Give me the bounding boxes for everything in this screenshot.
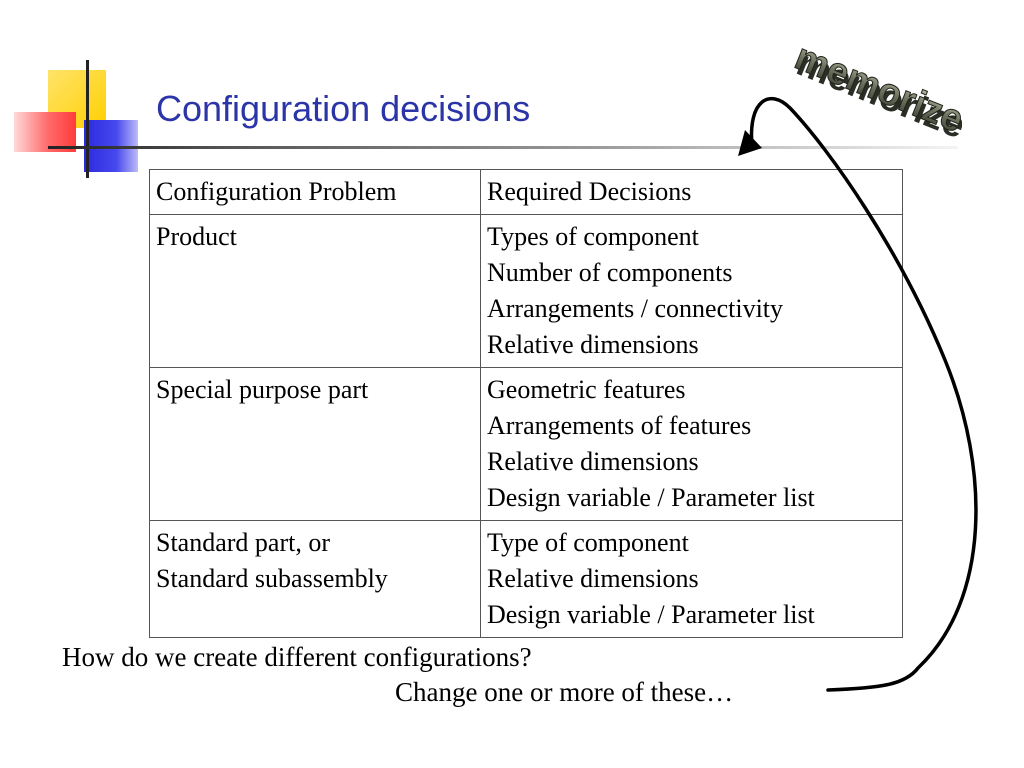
- decisions-cell: Types of component Number of components …: [480, 214, 903, 368]
- page-title: Configuration decisions: [156, 88, 531, 129]
- memorize-badge-icon: memorize memorize: [794, 35, 962, 138]
- decision-item: Number of components: [487, 258, 733, 287]
- decision-item: Arrangements / connectivity: [487, 294, 784, 323]
- decisions-cell: Geometric features Arrangements of featu…: [480, 367, 903, 521]
- decision-item: Design variable / Parameter list: [487, 483, 815, 512]
- column-header-decisions: Required Decisions: [480, 169, 903, 215]
- decor-red-square: [14, 112, 76, 152]
- badge-text: memorize: [794, 36, 962, 138]
- problem-text: Special purpose part: [156, 375, 369, 404]
- decor-vertical-line: [86, 60, 89, 178]
- table-header-row: Configuration Problem Required Decisions: [149, 169, 903, 215]
- table-row: Standard part, or Standard subassembly T…: [149, 520, 903, 638]
- problem-text: Product: [156, 222, 237, 251]
- table-row: Product Types of component Number of com…: [149, 214, 903, 368]
- configuration-table: Configuration Problem Required Decisions…: [149, 169, 903, 638]
- problem-cell: Standard part, or Standard subassembly: [149, 520, 481, 638]
- question-text: How do we create different configuration…: [62, 642, 532, 672]
- decision-item: Relative dimensions: [487, 564, 699, 593]
- decision-item: Relative dimensions: [487, 447, 699, 476]
- decision-item: Types of component: [487, 222, 699, 251]
- problem-cell: Special purpose part: [149, 367, 481, 521]
- decision-item: Relative dimensions: [487, 330, 699, 359]
- column-header-problem: Configuration Problem: [149, 169, 481, 215]
- title-underline: [48, 146, 958, 149]
- problem-cell: Product: [149, 214, 481, 368]
- decision-item: Geometric features: [487, 375, 686, 404]
- decision-item: Design variable / Parameter list: [487, 600, 815, 629]
- answer-text: Change one or more of these…: [395, 677, 734, 707]
- table-row: Special purpose part Geometric features …: [149, 367, 903, 521]
- decision-item: Arrangements of features: [487, 411, 752, 440]
- problem-text: Standard part, or: [156, 528, 331, 557]
- problem-text: Standard subassembly: [156, 564, 388, 593]
- decisions-cell: Type of component Relative dimensions De…: [480, 520, 903, 638]
- decision-item: Type of component: [487, 528, 689, 557]
